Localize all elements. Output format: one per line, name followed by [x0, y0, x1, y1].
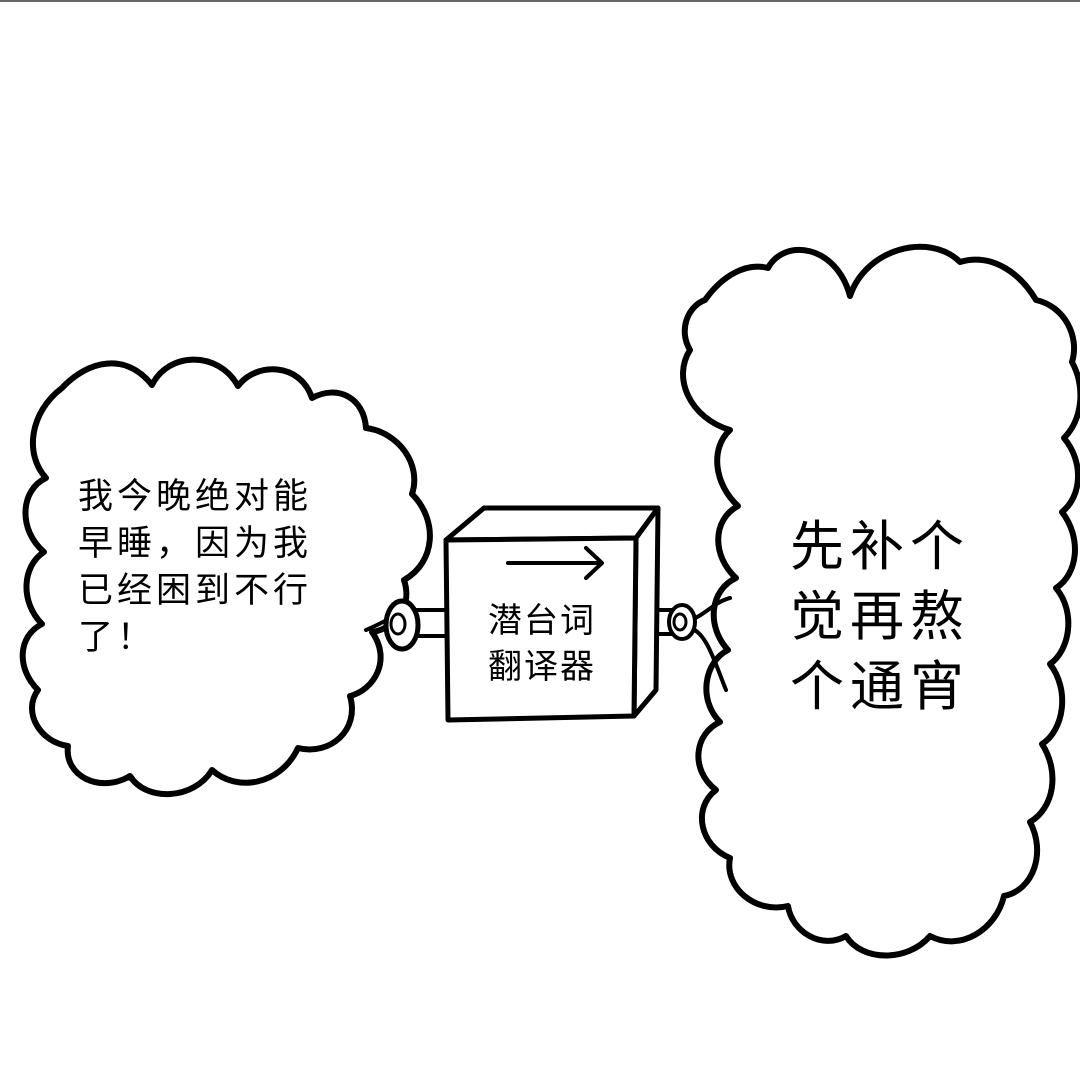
input-bubble-text: 我今晚绝对能 早睡，因为我 已经困到不行 了！: [78, 477, 313, 658]
device-front-face: [443, 535, 639, 723]
top-border-line: [0, 0, 1080, 2]
device-top-face: [443, 505, 661, 543]
output-plug-icon: [638, 603, 697, 641]
output-cloud-bubble: [680, 243, 1080, 959]
output-bubble-text: 先补个 觉再熬 个通宵: [790, 515, 970, 718]
translator-device-box: [443, 505, 661, 723]
device-label: 潜台词 翻译器: [488, 601, 596, 687]
right-arrow-icon: [506, 546, 604, 580]
input-plug-icon: [383, 598, 452, 652]
input-cloud-bubble: [19, 356, 433, 798]
